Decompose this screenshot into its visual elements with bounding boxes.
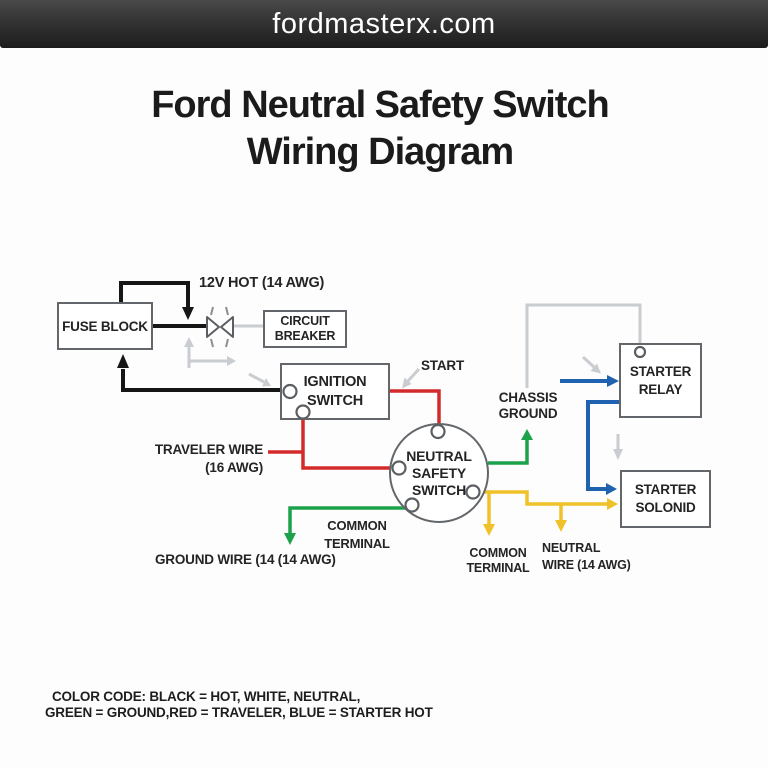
inline-fuse-icon [206,306,234,348]
arrow-blue-relay-icon [607,375,619,387]
arrow-yellow-down1-icon [483,524,495,536]
label-commonB-line2: TERMINAL [466,561,530,575]
arrow-green-down-icon [284,533,296,545]
wire-yellow-neutral [480,490,607,506]
arrow-yellow-right-icon [607,498,618,510]
wire-red-traveler [301,417,392,470]
nss-label2: SAFETY [411,464,467,481]
fuse-block-label: FUSE BLOCK [62,318,148,334]
page-title-line2: Wiring Diagram [246,131,514,173]
label-start: START [421,358,464,373]
hint-arrow-relay-icon [590,363,601,374]
site-header-bar: fordmasterx.com [0,0,768,48]
circuit-breaker-label1: CIRCUIT [280,314,330,328]
page-title: Ford Neutral Safety Switch Wiring Diagra… [0,82,760,176]
label-neutral-wire: NEUTRAL WIRE (14 AWG) [542,540,631,573]
color-code-line2: GREEN = GROUND,RED = TRAVELER, BLUE = ST… [45,704,433,720]
starter-relay-label1: STARTER [629,363,692,379]
neutral-safety-switch-circle: NEUTRAL SAFETY SWITCH [389,423,489,523]
arrow-yellow-down2-icon [555,520,567,532]
starter-solenoid-label2: SOLONID [635,500,696,515]
color-code-line1: COLOR CODE: BLACK = HOT, WHITE, NEUTRAL, [52,689,361,704]
wire-red-start [390,389,441,424]
color-code-legend: COLOR CODE: BLACK = HOT, WHITE, NEUTRAL,… [45,689,433,720]
wire-hot-ignition-feed [121,369,285,392]
label-chassis-line1: CHASSIS [498,390,558,405]
label-traveler-line1: TRAVELER WIRE [154,442,263,457]
hint-arrow-ignition-icon [262,378,271,387]
label-common-terminal-left: COMMON TERMINAL [319,517,395,552]
label-traveler-wire: TRAVELER WIRE (16 AWG) [148,441,263,476]
hint-arrow-up-icon [184,337,194,347]
site-title: fordmasterx.com [272,7,496,40]
hint-arrow-start-line [406,367,421,383]
circuit-breaker-box: CIRCUIT BREAKER [263,310,347,348]
label-commonL-line2: TERMINAL [324,535,390,551]
label-chassis-ground: CHASSIS GROUND [494,390,562,422]
label-traveler-line2: (16 AWG) [205,459,263,475]
label-12v-hot: 12V HOT (14 AWG) [199,275,325,291]
label-chassis-line2: GROUND [498,406,558,421]
fuse-block-box: FUSE BLOCK [57,302,153,350]
label-commonB-line1: COMMON [469,546,527,560]
arrow-hot-down-icon [182,307,194,320]
label-ground-wire: GROUND WIRE (14 (14 AWG) [155,552,336,567]
ignition-switch-box: IGNITION SWITCH [280,363,390,420]
starter-solenoid-label1: STARTER [634,482,697,497]
hint-arrow-right-icon [227,356,236,366]
starter-solenoid-box: STARTER SOLONID [620,470,711,528]
ignition-switch-label2: SWITCH [307,392,363,409]
circuit-breaker-label2: BREAKER [274,329,336,343]
wire-blue-relay-to-solenoid [586,400,619,491]
arrow-green-up-icon [521,429,533,440]
ignition-switch-label1: IGNITION [303,373,367,390]
arrow-blue-solenoid-icon [606,483,617,495]
nss-label3: SWITCH [411,481,466,498]
hint-arrow-solenoid-icon [613,449,623,460]
label-commonL-line1: COMMON [327,518,387,533]
arrow-hot-up-icon [117,354,129,368]
label-neutralw-line2: WIRE (14 AWG) [542,557,631,572]
label-common-terminal-bottom: COMMON TERMINAL [461,546,535,576]
hint-arrow-start-icon [402,377,412,389]
starter-relay-label2: RELAY [638,381,683,397]
page-title-line1: Ford Neutral Safety Switch [151,84,610,126]
starter-relay-box: STARTER RELAY [619,343,702,418]
label-neutralw-line1: NEUTRAL [542,541,601,555]
nss-label1: NEUTRAL [406,447,472,464]
hint-arrow-ignition-line [248,372,265,384]
wire-green-chassis [488,439,529,465]
hint-arrow-relay-line [581,355,596,369]
